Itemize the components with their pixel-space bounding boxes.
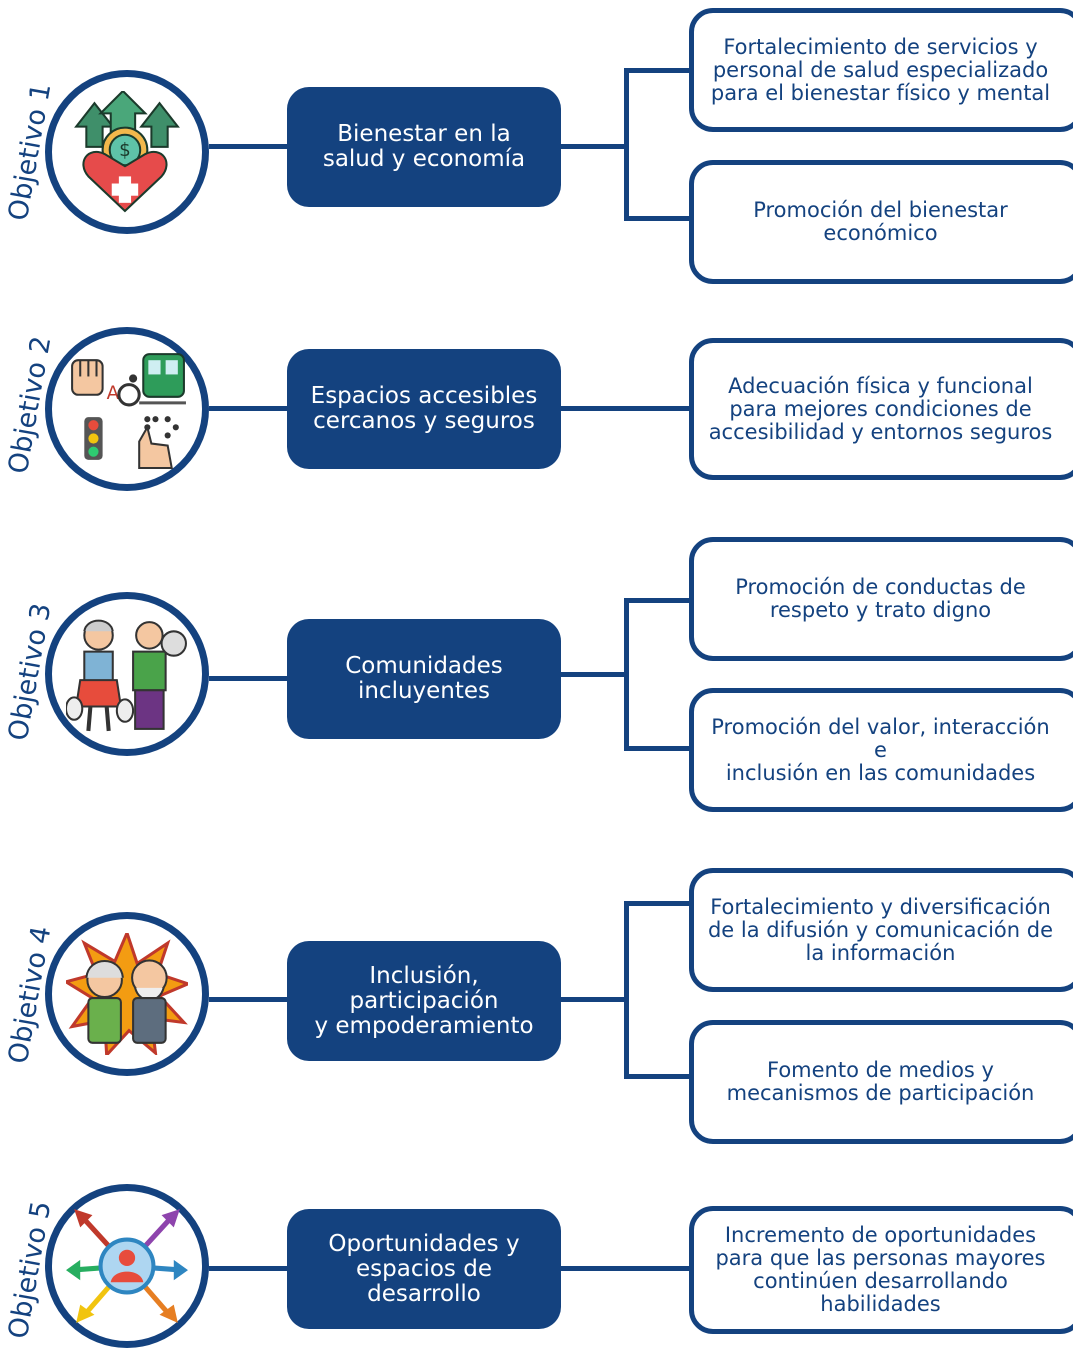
accessibility-icon: A (71, 353, 186, 469)
connector (624, 216, 690, 221)
connector (624, 901, 690, 906)
objective-5-circle (45, 1184, 209, 1348)
connector (209, 1266, 289, 1271)
objective-3-circle (45, 592, 209, 756)
connector (624, 598, 629, 751)
connector (624, 68, 629, 221)
connector (561, 406, 690, 411)
connector (209, 406, 289, 411)
connector (624, 901, 629, 1079)
connector (624, 1074, 690, 1079)
elderly-couple-icon (66, 619, 187, 732)
person-arrows-icon (66, 1209, 188, 1323)
objective-4-circle (45, 912, 209, 1076)
connector (624, 598, 690, 603)
svg-text:A: A (107, 383, 120, 404)
connector (561, 1266, 690, 1271)
connector (209, 144, 289, 149)
money-heart-icon: $ (74, 91, 180, 213)
objective-1-circle: $ (45, 70, 209, 234)
svg-text:$: $ (119, 140, 131, 161)
connector (561, 997, 627, 1002)
connector (624, 746, 690, 751)
connector (561, 144, 627, 149)
connector (209, 676, 289, 681)
connector (561, 672, 627, 677)
connector (209, 997, 289, 1002)
connector (624, 68, 690, 73)
elderly-empowerment-icon (66, 933, 188, 1055)
objective-2-circle: A (45, 327, 209, 491)
